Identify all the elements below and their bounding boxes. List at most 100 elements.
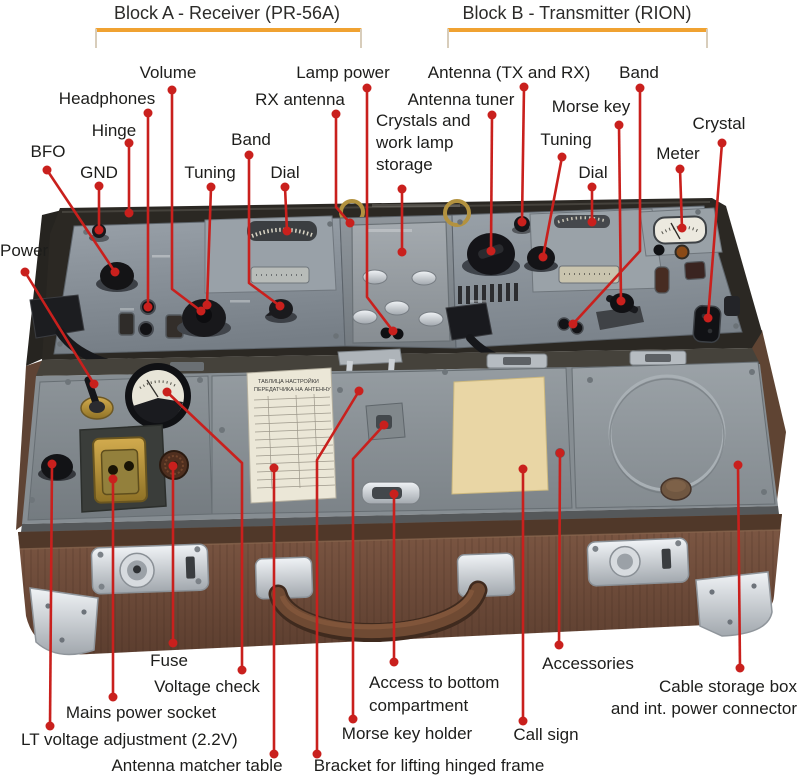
leader-crystal [706,142,724,319]
leader-dot [555,448,565,458]
label-dial-a: Dial [270,163,300,182]
corner-protector-left [29,587,99,656]
label-call-sign: Call sign [513,725,579,744]
receiver-panel [29,199,437,382]
bracket-tick [360,29,362,48]
label-tuning-a: Tuning [184,163,236,182]
leader-dot [282,226,292,236]
corner-protector-right [695,571,773,637]
label-crystals-storage: Crystals and work lamp storage [376,111,471,174]
label-gnd: GND [80,163,118,182]
label-meter: Meter [656,144,700,163]
leader-power [23,271,96,385]
leader-dot [587,182,597,192]
leader-dot [167,85,177,95]
label-antenna-tuner: Antenna tuner [407,90,515,109]
leader-dot [538,252,548,262]
label-dial-b: Dial [578,163,608,182]
leader-dot [94,181,104,191]
leader-dot [703,313,713,323]
leader-dot [379,420,389,430]
leader-dot [108,692,118,702]
leader-dot [110,267,120,277]
handle [268,580,488,643]
label-lt-voltage: LT voltage adjustment (2.2V) [21,730,238,749]
leader-dot [143,108,153,118]
leader-dot [202,300,212,310]
call-sign-card [451,376,549,495]
leader-dot [348,714,358,724]
leader-dot [354,386,364,396]
label-lamp-power: Lamp power [296,63,390,82]
leader-band-a [247,155,281,308]
label-cable-box: Cable storage box and int. power connect… [611,676,797,721]
leader-dot [345,218,355,228]
leader-dot [168,461,178,471]
label-band-a: Band [231,130,271,149]
leader-dot [486,246,496,256]
block-b-bracket [447,28,708,48]
lt-voltage-knob [38,454,76,481]
leader-lt-voltage [48,463,54,727]
block-b-header: Block B - Transmitter (RION) [462,3,692,23]
leader-tuning-b [541,156,564,258]
tray-screws [29,369,767,503]
left-lock [90,543,210,595]
leader-dot [47,459,57,469]
leader-lines [20,82,745,759]
leader-dot [635,83,645,93]
leader-dot [717,138,727,148]
label-antenna-txrx: Antenna (TX and RX) [427,63,591,82]
block-a-header: Block A - Receiver (PR-56A) [113,3,341,23]
bracket-tick [447,29,449,48]
label-morse-key-holder: Morse key holder [341,724,473,743]
leader-dot [124,138,134,148]
leader-dot [735,663,745,673]
leader-dot [517,217,527,227]
label-voltage-check: Voltage check [154,677,260,696]
leader-dial-a [283,186,289,232]
leader-dot [397,184,407,194]
lower-tray: ТАБЛИЦА НАСТРОЙКИ ПЕРЕДАТЧИКА НА АНТЕННУ [20,361,780,540]
label-fuse: Fuse [150,651,188,670]
label-tuning-b: Tuning [540,130,592,149]
leader-meter [678,168,684,229]
label-power: Power [0,241,49,260]
label-bfo: BFO [30,142,66,161]
leader-bfo [45,169,117,273]
leader-dot [677,223,687,233]
right-lock [586,537,690,587]
leader-dot [397,247,407,257]
leader-dot [269,749,279,759]
label-hinge: Hinge [91,121,137,140]
leader-dot [45,721,55,731]
leader-volume [170,90,202,313]
leader-dot [269,463,279,473]
leader-dot [614,120,624,130]
leader-dot [275,301,285,311]
label-access-bottom: Access to bottom compartment [369,673,500,715]
matcher-card-title-line1: ТАБЛИЦА НАСТРОЙКИ [258,377,319,385]
cable-box-knob [660,477,692,501]
leader-dot [168,638,178,648]
label-volume: Volume [139,63,197,82]
leader-dot [244,150,254,160]
leader-dot [362,83,372,93]
leader-rx-antenna [334,114,351,224]
crystal-storage-panel [339,214,457,349]
leader-dot [20,267,30,277]
matcher-card-title-line2: ПЕРЕДАТЧИКА НА АНТЕННУ [254,387,331,393]
antenna-matcher-card: ТАБЛИЦА НАСТРОЙКИ ПЕРЕДАТЧИКА НА АНТЕННУ [246,367,337,504]
leader-dot [124,208,134,218]
leader-dot [675,164,685,174]
leader-dot [519,82,529,92]
leader-dot [206,182,216,192]
leader-morse-holder [351,424,385,719]
leader-dot [568,319,578,329]
leader-dot [108,474,118,484]
leader-dot [312,749,322,759]
leader-dot [331,109,341,119]
leader-dot [616,296,626,306]
